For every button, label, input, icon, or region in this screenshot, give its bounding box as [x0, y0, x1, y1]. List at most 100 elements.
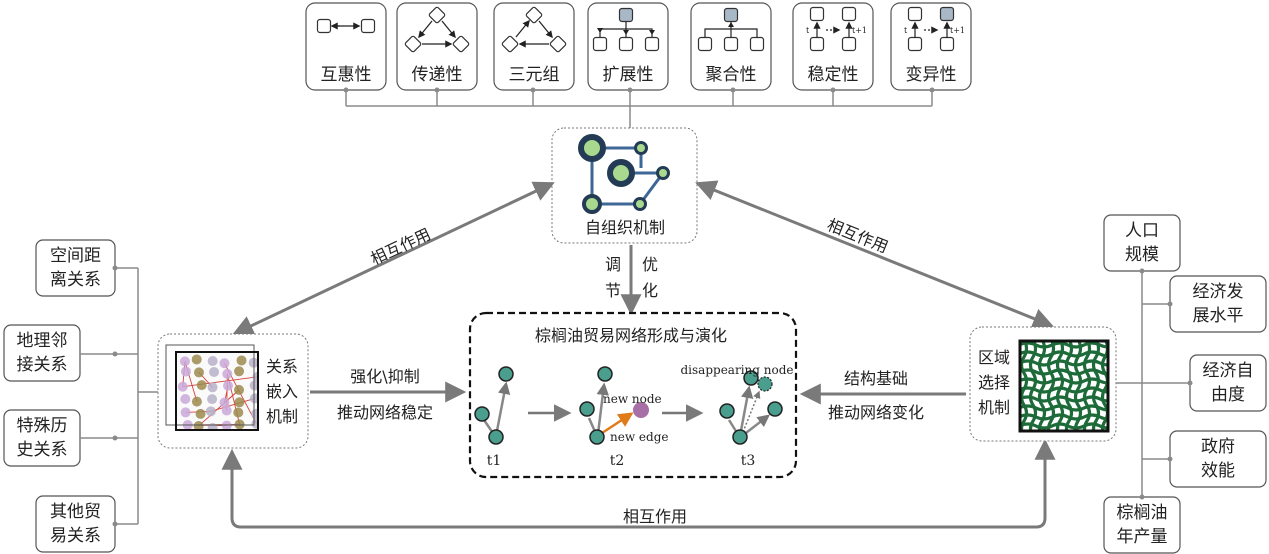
right-factor-label: 棕榈油 [1117, 503, 1168, 523]
node [579, 401, 595, 417]
right-factor-label: 经济自 [1203, 361, 1254, 381]
left-factor-label: 地理邻 [17, 331, 68, 351]
right-factor-label: 经济发 [1193, 282, 1244, 302]
stage-label-t3: t3 [741, 453, 756, 469]
disappearing-node-label: disappearing node [681, 363, 794, 377]
left-factor-label: 易关系 [50, 526, 101, 546]
regional-grid-icon [1020, 341, 1108, 431]
left-interaction-arrow [232, 181, 555, 336]
network-stage-t3 [719, 370, 783, 445]
property-label: 互惠性 [321, 65, 372, 85]
relation-embedding-icon [176, 352, 258, 430]
node [488, 429, 504, 445]
new-node [633, 402, 649, 418]
relation-embedding-label-3: 机制 [266, 407, 298, 426]
interaction-arrows [221, 180, 1056, 529]
optimize-char-1: 优 [642, 255, 658, 274]
regulate-char-2: 节 [605, 281, 621, 300]
self-organizing-label: 自组织机制 [585, 218, 665, 237]
right-factor-label: 效能 [1201, 461, 1235, 481]
new-edge-label: new edge [610, 430, 668, 444]
regulate-char-1: 调 [605, 255, 621, 274]
expansion-icon [587, 2, 669, 91]
new-node-label: new node [603, 392, 662, 406]
right-factor-label: 展水平 [1193, 306, 1244, 326]
left-factor-label: 其他贸 [50, 502, 101, 522]
left-bracket-dots [112, 265, 118, 527]
left-factor-label: 史关系 [17, 440, 68, 460]
disappearing-node [757, 376, 773, 392]
left-arrow-label-2: 推动网络稳定 [337, 403, 433, 422]
relation-embedding-label-1: 关系 [266, 357, 298, 376]
time-label: t+1 [852, 26, 867, 35]
time-label: t [904, 26, 908, 35]
left-factor-label: 空间距 [50, 246, 101, 266]
network-hub-icon [578, 134, 670, 214]
network-stage-t2 [579, 366, 649, 445]
regional-selection-label-3: 机制 [978, 398, 1010, 417]
network-title: 棕榈油贸易网络形成与演化 [535, 326, 727, 345]
icon-frame-front [175, 351, 259, 431]
top-connector-dots [343, 87, 935, 93]
property-label: 三元组 [509, 65, 560, 85]
right-factor-label: 规模 [1125, 245, 1159, 265]
property-label: 传递性 [412, 65, 463, 85]
icon-frame-back [165, 344, 255, 426]
variability-icon: t t+1 [890, 2, 972, 91]
network-formation-box [468, 311, 798, 479]
right-factor-label: 由度 [1211, 385, 1245, 405]
right-factor-label: 政府 [1201, 437, 1235, 457]
left-factor-label: 离关系 [50, 270, 101, 290]
top-connector [345, 90, 933, 128]
node [589, 429, 605, 445]
relation-embedding-label-2: 嵌入 [266, 382, 298, 401]
bottom-interaction-arrow [221, 438, 1056, 529]
time-label: t [806, 26, 810, 35]
regional-selection-label-1: 区域 [978, 348, 1010, 367]
right-factor-label: 年产量 [1117, 527, 1168, 547]
node [743, 370, 759, 386]
property-label: 变异性 [906, 65, 957, 85]
left-bracket [115, 267, 158, 525]
left-arrow-label-1: 强化\抑制 [350, 367, 419, 386]
reciprocity-icon [305, 2, 387, 91]
interaction-label-right: 相互作用 [825, 215, 891, 257]
node [498, 366, 514, 382]
node [719, 403, 735, 419]
right-arrow-label-2: 推动网络变化 [828, 403, 924, 422]
stage-label-t2: t2 [610, 453, 625, 469]
right-bracket [1116, 271, 1190, 497]
node [767, 401, 783, 417]
network-stage-t1 [474, 366, 514, 445]
new-edge-line [598, 412, 634, 437]
right-interaction-arrow [695, 180, 1054, 329]
property-label: 稳定性 [808, 65, 859, 85]
property-label: 聚合性 [706, 65, 757, 85]
regional-selection-label-2: 选择 [978, 373, 1010, 392]
left-factor-label: 特殊历 [17, 416, 68, 436]
stage-label-t1: t1 [487, 453, 502, 469]
optimize-char-2: 化 [642, 281, 658, 300]
right-arrow-label-1: 结构基础 [844, 369, 908, 388]
left-factor-label: 接关系 [17, 355, 68, 375]
node [732, 429, 748, 445]
interaction-label-bottom: 相互作用 [623, 507, 687, 526]
right-bracket-dots [1139, 268, 1193, 500]
time-label: t+1 [950, 26, 965, 35]
grid-icon-frame [1018, 339, 1110, 433]
node [597, 366, 613, 382]
node [474, 406, 490, 422]
